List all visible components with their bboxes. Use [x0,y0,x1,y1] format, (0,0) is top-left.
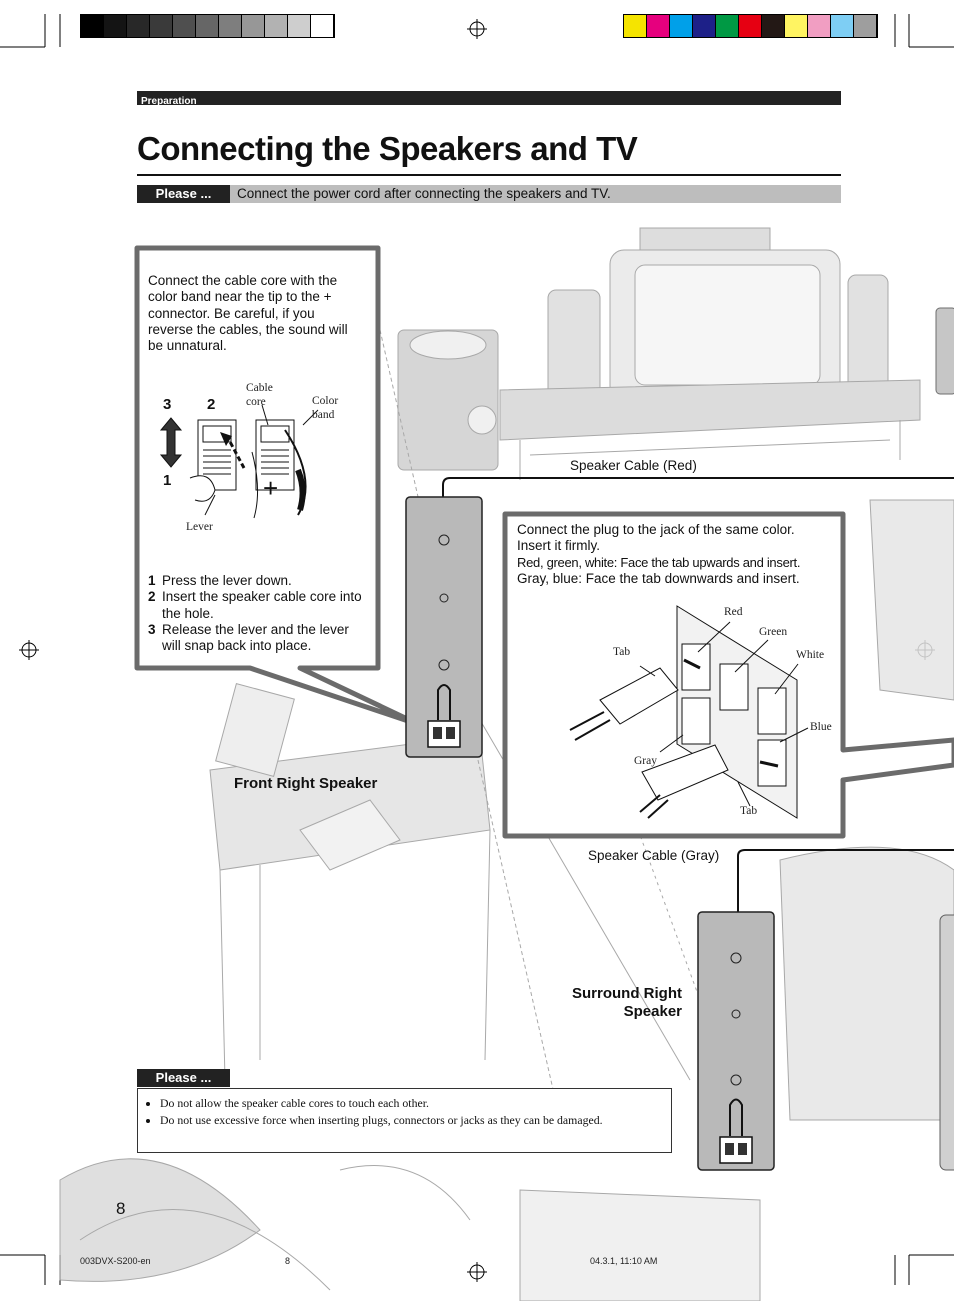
speaker-cable-gray-label: Speaker Cable (Gray) [588,848,720,863]
step-number-2: 2 [207,396,216,413]
color-swatch [762,15,785,37]
jack-label-gray: Gray [634,755,657,767]
section-label: Preparation [141,96,197,107]
jack-instruction-line4: Gray, blue: Face the tab downwards and i… [517,570,800,586]
jack-label-red: Red [724,606,743,618]
color-swatch [785,15,808,37]
surround-right-speaker [697,911,775,1171]
color-calibration-bar [623,14,878,38]
speaker-terminal-diagram [159,404,319,519]
jack-label-blue: Blue [810,721,832,733]
plus-sign: + [263,473,279,503]
caution-note-box: Do not allow the speaker cable cores to … [137,1088,672,1153]
color-swatch [670,15,693,37]
gray-swatch [81,15,104,37]
gray-swatch [104,15,127,37]
surround-right-speaker-label: Surround Right Speaker [572,985,682,1020]
color-swatch [739,15,762,37]
page-title: Connecting the Speakers and TV [137,130,638,167]
step-item: 3 Release the lever and the lever will s… [148,622,363,655]
page-number: 8 [116,1199,126,1218]
jack-panel-diagram [569,605,809,819]
color-swatch [716,15,739,37]
caution-list: Do not allow the speaker cable cores to … [138,1095,671,1129]
caution-item: Do not allow the speaker cable cores to … [160,1095,671,1112]
step-number-1: 1 [163,472,172,489]
terminal-steps-list: 1 Press the lever down. 2 Insert the spe… [148,573,363,654]
footer-file-name: 003DVX-S200-en [80,1256,151,1266]
color-swatch [831,15,854,37]
gray-swatch [127,15,150,37]
footer-date: 04.3.1, 11:10 AM [590,1256,658,1266]
please-note-text: Connect the power cord after connecting … [237,186,611,201]
section-header-bar: Preparation [137,91,841,107]
footer-page: 8 [285,1256,291,1266]
gray-swatch [242,15,265,37]
color-band-label: Color band [312,395,339,421]
speaker-cable-red-label: Speaker Cable (Red) [570,458,697,473]
caution-item: Do not use excessive force when insertin… [160,1112,671,1129]
room-sketch [59,227,954,1301]
jack-instruction-line1: Connect the plug to the jack of the same… [517,522,795,537]
gray-swatch [219,15,242,37]
gray-calibration-bar [80,14,335,38]
color-swatch [693,15,716,37]
step-item: 2 Insert the speaker cable core into the… [148,589,363,622]
step-text: Release the lever and the lever will sna… [162,621,349,654]
step-text: Insert the speaker cable core into the h… [162,589,362,621]
please-badge-top: Please ... [137,185,230,203]
color-swatch [647,15,670,37]
speaker-cable-red-line [442,477,954,690]
lever-label: Lever [186,521,213,533]
jack-instruction-line2: Insert it firmly. [517,538,601,554]
gray-swatch [265,15,288,37]
front-right-speaker [405,496,483,758]
cable-core-instruction: Connect the cable core with the color ba… [148,273,348,354]
step-number-3: 3 [163,396,172,413]
color-swatch [808,15,831,37]
step-num: 3 [148,621,156,637]
jack-instruction-line3: Red, green, white: Face the tab upwards … [517,554,801,570]
please-badge-bottom: Please ... [137,1069,230,1087]
step-item: 1 Press the lever down. [148,573,363,589]
gray-swatch [288,15,311,37]
jack-label-white: White [796,649,825,661]
gray-swatch [150,15,173,37]
cable-core-label: Cable core [246,382,273,408]
step-text: Press the lever down. [162,573,292,588]
crop-marks [0,14,954,1285]
step-num: 2 [148,589,156,605]
jack-label-green: Green [759,626,788,638]
gray-swatch [196,15,219,37]
tab-label-top: Tab [613,646,631,658]
tab-label-bottom: Tab [740,805,758,817]
step-num: 1 [148,573,156,588]
title-underline [137,174,841,176]
gray-swatch [173,15,196,37]
speaker-cable-gray-line [737,849,954,1100]
please-note-bar [137,185,841,203]
jack-instruction: Connect the plug to the jack of the same… [517,522,837,587]
front-right-speaker-label: Front Right Speaker [234,775,378,792]
gray-swatch [311,15,334,37]
color-swatch [624,15,647,37]
color-swatch [854,15,877,37]
